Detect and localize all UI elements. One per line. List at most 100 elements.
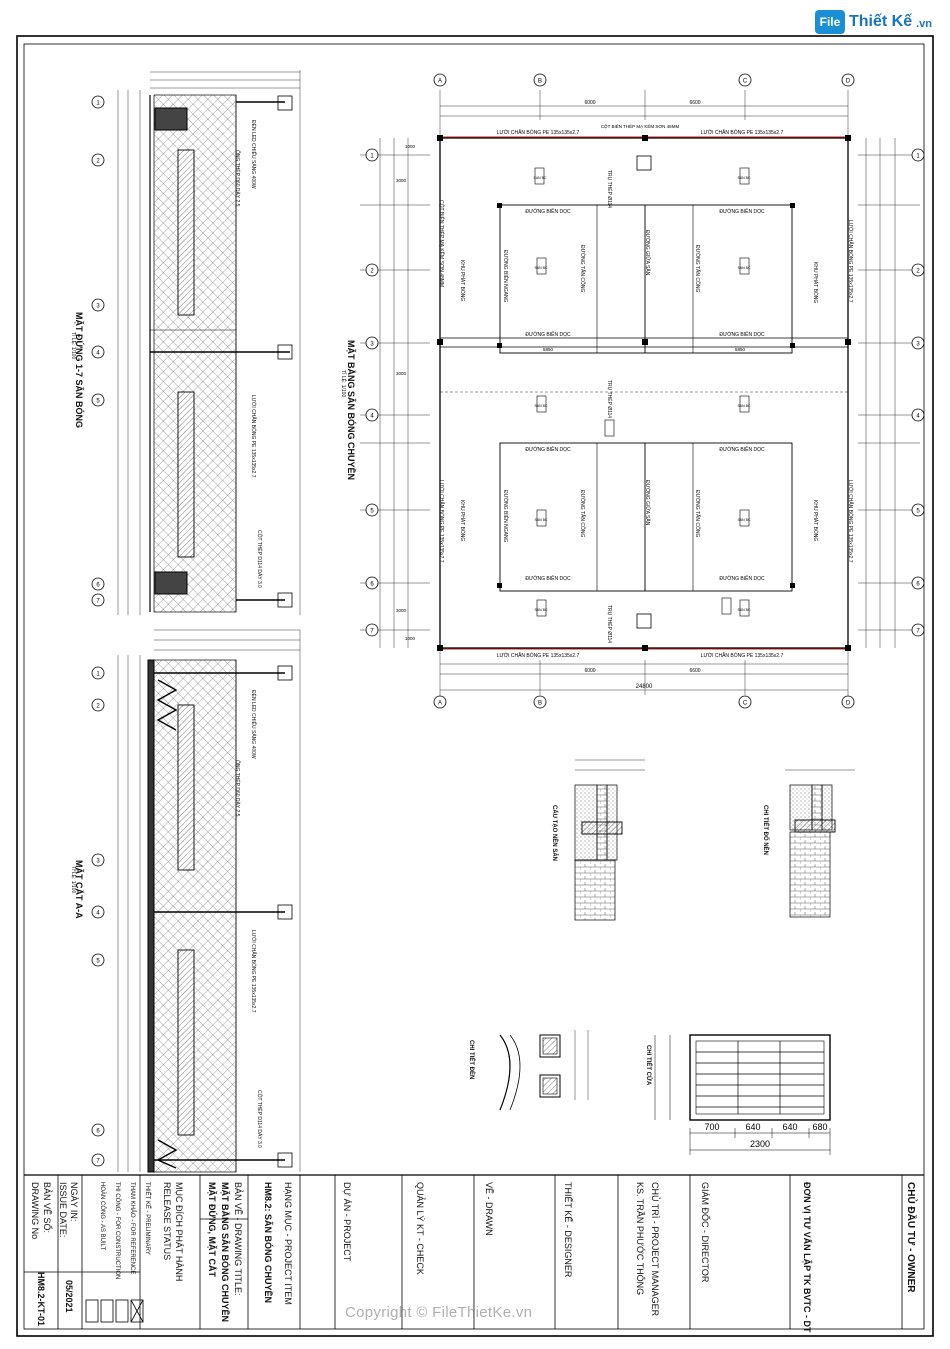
plan-serve-4: KHU PHÁT BÓNG bbox=[812, 500, 818, 542]
elev-grid-3: 3 bbox=[91, 298, 105, 312]
plan-grid-left-4: 4 bbox=[365, 408, 379, 422]
sec-grid-6-label: 6 bbox=[96, 1129, 100, 1135]
item-value: HM8.2: SÂN BÓNG CHUYỀN bbox=[263, 1182, 273, 1304]
plan-grid-left-4-label: 4 bbox=[370, 414, 374, 420]
plan-grid-top-B: B bbox=[533, 73, 547, 87]
elev-net-label-1: LƯỚI CHẮN BÓNG PE 135x135x2.7 bbox=[250, 395, 256, 478]
designer-label: THIẾT KẾ - DESIGNER bbox=[563, 1182, 573, 1278]
project-manager-name: KS. TRẦN PHƯỚC THÔNG bbox=[635, 1182, 645, 1296]
plan-grid-bottom-B-label: B bbox=[538, 701, 542, 707]
plan-dim-mid-2: 5850 bbox=[735, 347, 746, 352]
elev-grid-7: 7 bbox=[91, 593, 105, 607]
drawing-title-2: MẶT ĐỨNG, MẶT CẮT bbox=[207, 1182, 217, 1277]
sec-grid-7: 7 bbox=[91, 1153, 105, 1167]
plan-dim-bottom-1: 6000 bbox=[584, 668, 595, 674]
plan-grid-right-4: 4 bbox=[911, 408, 925, 422]
plan-grid-right-7-label: 7 bbox=[916, 629, 920, 635]
plan-grid-left-6: 6 bbox=[365, 576, 379, 590]
plan-net-right-2: LƯỚI CHẮN BÓNG PE 135x135x2.7 bbox=[847, 480, 853, 563]
plan-grid-left-1: 1 bbox=[365, 148, 379, 162]
plan-sideline-8: ĐƯỜNG BIÊN DỌC bbox=[719, 574, 765, 582]
sec-grid-5-label: 5 bbox=[96, 959, 100, 965]
plan-grid-right-1: 1 bbox=[911, 148, 925, 162]
plan-net-bottom: LƯỚI CHẮN BÓNG PE 135x135x2.7 bbox=[497, 651, 580, 659]
plan-endline-1: ĐƯỜNG BIÊN NGANG bbox=[502, 250, 508, 303]
plan-grid-left-3-label: 3 bbox=[370, 342, 374, 348]
door-dim-1: 700 bbox=[704, 1122, 719, 1132]
plan-grid-top-D-label: D bbox=[846, 79, 851, 85]
elev-grid-5-label: 5 bbox=[96, 399, 100, 405]
plan-serve-3: KHU PHÁT BÓNG bbox=[812, 262, 818, 304]
plan-sideline-3: ĐƯỜNG BIÊN DỌC bbox=[525, 330, 571, 338]
section-a-a bbox=[117, 629, 301, 1173]
plan-grid-top-A: A bbox=[433, 73, 447, 87]
sec-grid-2-label: 2 bbox=[96, 704, 100, 710]
elev-grid-4: 4 bbox=[91, 345, 105, 359]
plan-court-code-4: SAN BC bbox=[737, 266, 751, 270]
drawing-title-label: BẢN VẼ - DRAWING TITLE: bbox=[233, 1182, 243, 1296]
view-title-plan: MẶT BẰNG SÂN BÓNG CHUYỀN bbox=[346, 340, 356, 481]
plan-grid-left-6-label: 6 bbox=[370, 582, 374, 588]
elevation-1-7 bbox=[117, 70, 301, 615]
elev-post-label-1: CỘT THÉP D114 DÀY 3.0 bbox=[256, 530, 262, 588]
view-scale-section: TỈ LỆ: 1/100 bbox=[70, 866, 76, 894]
plan-grid-left-7: 7 bbox=[365, 623, 379, 637]
file-logo-icon: File bbox=[814, 10, 845, 34]
door-dim-2: 640 bbox=[745, 1122, 760, 1132]
door-dim-4: 680 bbox=[812, 1122, 827, 1132]
plan-sideline-1: ĐƯỜNG BIÊN DỌC bbox=[525, 207, 571, 215]
court-plan bbox=[360, 90, 920, 700]
drawn-label: VẼ - DRAWN bbox=[484, 1182, 494, 1236]
drawing-no-label-1: BẢN VẼ SỐ: bbox=[42, 1182, 52, 1234]
plan-dim-1000-a: 1000 bbox=[405, 144, 416, 149]
elev-grid-3-label: 3 bbox=[96, 304, 100, 310]
elev-grid-6-label: 6 bbox=[96, 583, 100, 589]
plan-grid-top-C: C bbox=[738, 73, 752, 87]
plan-grid-right-2-label: 2 bbox=[916, 269, 920, 275]
plan-grid-left-5-label: 5 bbox=[370, 509, 374, 515]
door-dim-total: 2300 bbox=[750, 1139, 770, 1149]
plan-court-code-8: SAN BC bbox=[737, 518, 751, 522]
detail-light bbox=[499, 1030, 589, 1111]
sec-post-label-1: CỘT THÉP D114 DÀY 3.0 bbox=[256, 1090, 262, 1148]
view-scale-plan: TỈ LỆ: 1/100 bbox=[340, 370, 346, 398]
view-title-post-detail: CHI TIẾT ĐỐ NỀN bbox=[762, 805, 768, 856]
plan-endline-2: ĐƯỜNG BIÊN NGANG bbox=[502, 490, 508, 543]
plan-grid-left-2-label: 2 bbox=[370, 269, 374, 275]
plan-net-top: LƯỚI CHẮN BÓNG PE 135x135x2.7 bbox=[497, 128, 580, 136]
plan-grid-bottom-C-label: C bbox=[743, 701, 748, 707]
plan-dim-3000-b: 3000 bbox=[396, 371, 407, 376]
drawing-no-value: HM8.2-KT-01 bbox=[36, 1272, 46, 1327]
plan-post-left: CỘT BIÊN THÉP MẠ KẼM SƠN 48MM bbox=[438, 200, 444, 288]
owner-label: CHỦ ĐẦU TƯ - OWNER bbox=[905, 1182, 916, 1293]
sec-pipe-label-1: ỐNG THÉP D60 DÀY 2.5 bbox=[234, 760, 240, 817]
plan-grid-left-2: 2 bbox=[365, 263, 379, 277]
plan-serve-1: KHU PHÁT BÓNG bbox=[459, 260, 465, 302]
project-manager-role: CHỦ TRÌ - PROJECT MANAGER bbox=[650, 1182, 660, 1317]
plan-grid-right-1-label: 1 bbox=[916, 154, 920, 160]
plan-net-bottom-2: LƯỚI CHẮN BÓNG PE 135x135x2.7 bbox=[701, 651, 784, 659]
sec-grid-7-label: 7 bbox=[96, 1159, 100, 1165]
plan-grid-left-3: 3 bbox=[365, 336, 379, 350]
plan-grid-bottom-B: B bbox=[533, 695, 547, 709]
sec-grid-2: 2 bbox=[91, 698, 105, 712]
release-label-1: MỤC ĐÍCH PHÁT HÀNH bbox=[174, 1182, 184, 1282]
plan-grid-bottom-C: C bbox=[738, 695, 752, 709]
plan-dim-top-1: 6000 bbox=[584, 100, 595, 106]
elev-grid-6: 6 bbox=[91, 577, 105, 591]
plan-grid-right-7: 7 bbox=[911, 623, 925, 637]
plan-sideline-4: ĐƯỜNG BIÊN DỌC bbox=[719, 330, 765, 338]
sec-lamp-label-1: ĐÈN LED CHIẾU SÁNG 400W bbox=[250, 690, 256, 759]
elev-lamp-label-1: ĐÈN LED CHIẾU SÁNG 400W bbox=[250, 120, 256, 189]
elev-grid-1: 1 bbox=[91, 95, 105, 109]
plan-dim-mid-1: 5850 bbox=[543, 347, 554, 352]
consultant-label: ĐƠN VỊ TƯ VẤN LẬP TK BVTC - DT bbox=[802, 1182, 812, 1333]
logo-text: Thiết Kế bbox=[848, 13, 913, 30]
sec-grid-4: 4 bbox=[91, 905, 105, 919]
sec-grid-3: 3 bbox=[91, 853, 105, 867]
plan-sideline-5: ĐƯỜNG BIÊN DỌC bbox=[525, 445, 571, 453]
detail-door bbox=[654, 1034, 831, 1155]
status-construction: THI CÔNG - FOR CONSTRUCTION bbox=[114, 1182, 120, 1280]
